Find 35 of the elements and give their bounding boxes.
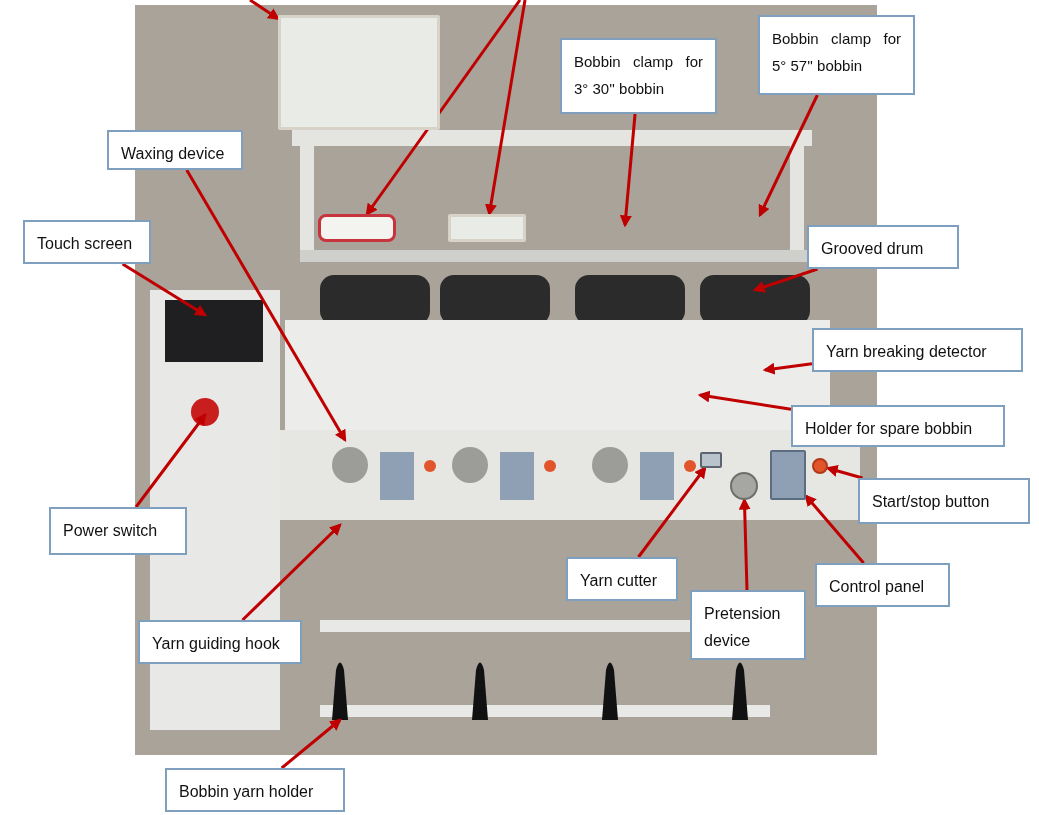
leader-arrow <box>697 390 792 411</box>
leader-arrow <box>241 523 342 622</box>
leader-arrow <box>121 262 208 317</box>
callout-label: Power switch <box>49 507 187 555</box>
callout-label: Grooved drum <box>807 225 959 269</box>
callout-label: Yarn guiding hook <box>138 620 302 664</box>
leader-arrow <box>762 362 813 375</box>
callout-label: Bobbin yarn holder <box>165 768 345 812</box>
leader-arrow <box>738 497 751 591</box>
leader-arrow <box>825 465 863 480</box>
callout-label: Yarn cutter <box>566 557 678 601</box>
leader-arrow <box>758 94 819 218</box>
callout-label: Waxing device <box>107 130 243 170</box>
keypad <box>770 450 806 500</box>
leader-arrow <box>134 413 207 508</box>
leader-arrow <box>280 718 342 770</box>
control-box <box>278 15 440 130</box>
callout-label: Touch screen <box>23 220 151 264</box>
callout-label: Control panel <box>815 563 950 607</box>
leader-arrow <box>249 0 280 20</box>
callout-label: Start/stop button <box>858 478 1030 524</box>
callout-label: Holder for spare bobbin <box>791 405 1005 447</box>
leader-arrow <box>185 169 347 443</box>
callout-label: Bobbin clamp for 3° 30'' bobbin <box>560 38 717 114</box>
leader-arrow <box>804 494 865 564</box>
leader-arrow <box>752 267 818 293</box>
grooved-roller <box>448 214 526 242</box>
leader-arrow <box>619 113 637 228</box>
leader-arrow <box>637 466 707 558</box>
cutter-blade <box>700 452 722 468</box>
callout-label: Bobbin clamp for 5° 57'' bobbin <box>758 15 915 95</box>
yarn-bobbin <box>318 214 396 242</box>
leader-arrow <box>365 0 522 216</box>
callout-label: Yarn breaking detector <box>812 328 1023 372</box>
callout-label: Pretension device <box>690 590 806 660</box>
